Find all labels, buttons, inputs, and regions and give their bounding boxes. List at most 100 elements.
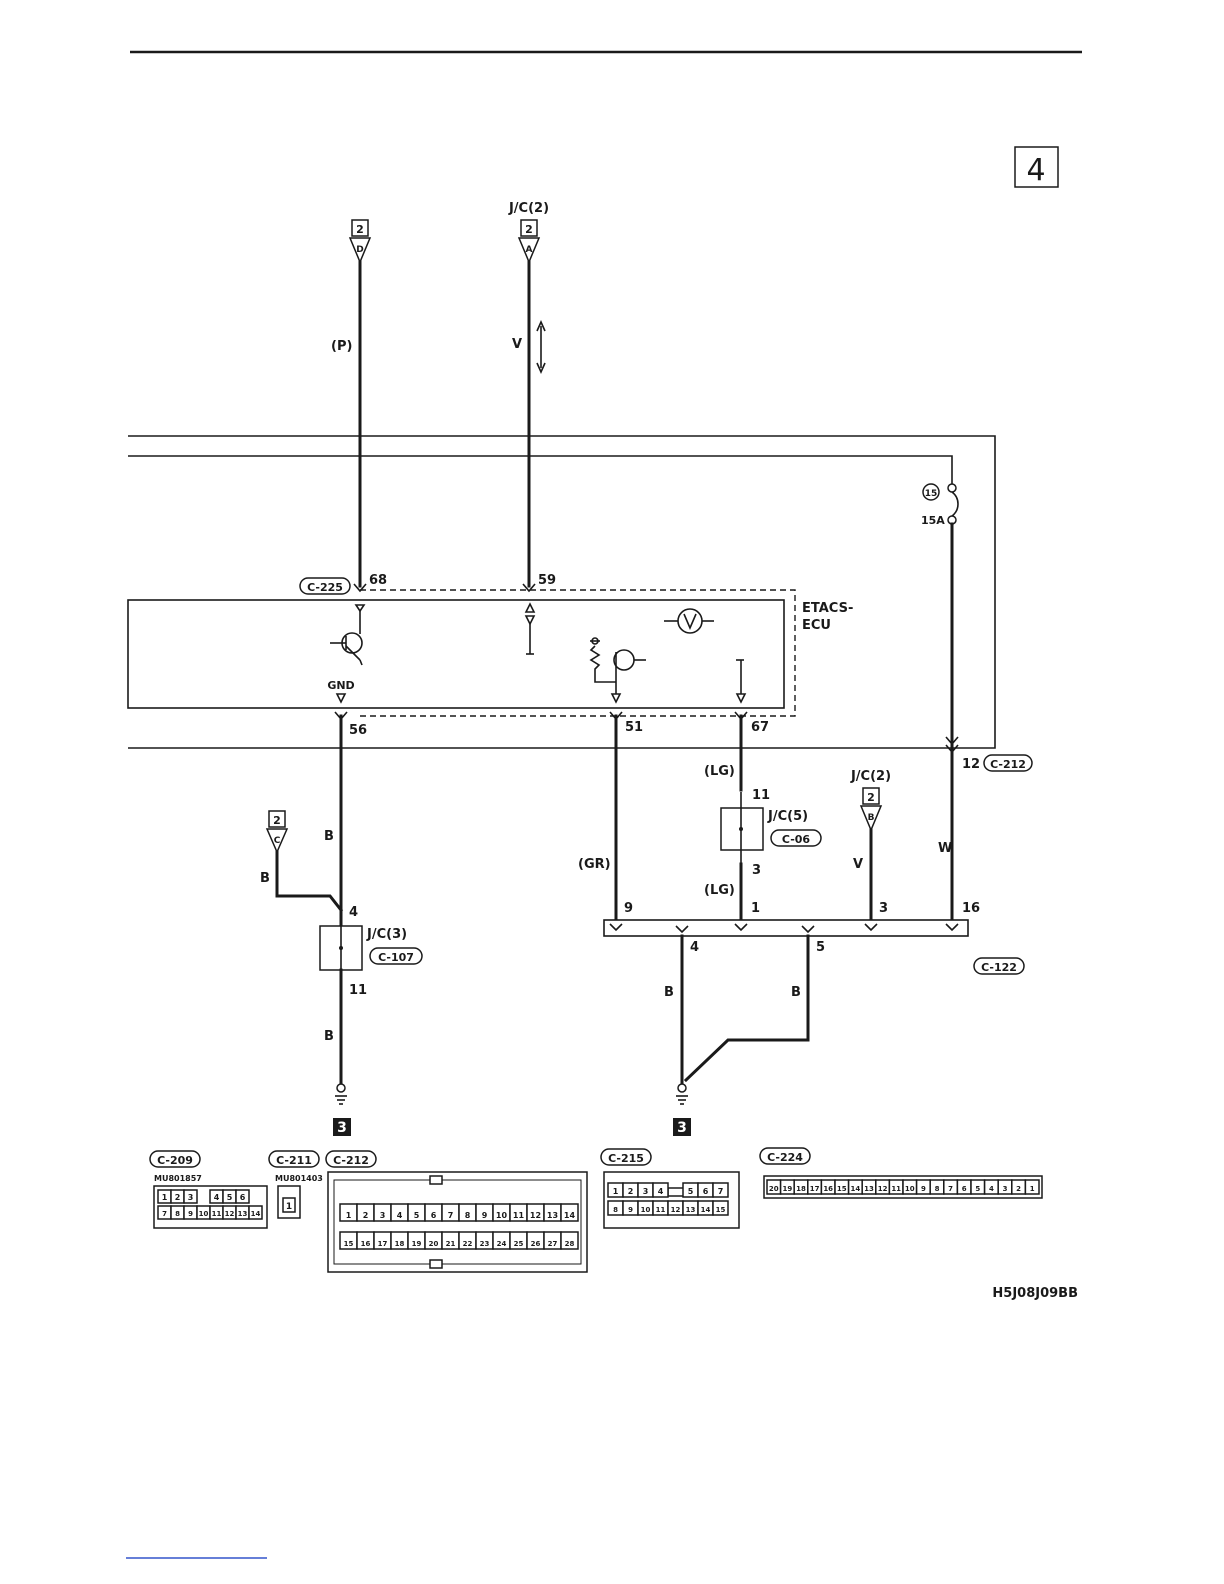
- fuse-rating: 15A: [921, 514, 945, 527]
- connector-pin-number: 9: [482, 1211, 488, 1220]
- connector-pin-number: 11: [513, 1211, 525, 1220]
- svg-text:C-224: C-224: [767, 1151, 803, 1164]
- figure-code: H5J08J09BB: [992, 1286, 1078, 1301]
- wire-color-b-ecu-down: B: [324, 829, 334, 844]
- connector-pin-number: 7: [448, 1211, 454, 1220]
- connector-pin-number: 17: [810, 1185, 820, 1193]
- connector-pin-number: 9: [188, 1210, 193, 1218]
- connector-pin-number: 2: [363, 1211, 369, 1220]
- connector-pin-number: 11: [212, 1210, 222, 1218]
- connector-pin-number: 18: [796, 1185, 806, 1193]
- connector-pin-number: 1: [162, 1193, 168, 1202]
- connector-pin-number: 1: [346, 1211, 352, 1220]
- ecu-name-1: ETACS-: [802, 601, 853, 616]
- svg-text:2: 2: [356, 223, 364, 236]
- svg-text:C-209: C-209: [157, 1154, 193, 1167]
- wire-color-v-right: V: [853, 857, 863, 872]
- connector-pin-number: 21: [446, 1240, 456, 1248]
- wire-color-w: W: [938, 841, 952, 856]
- svg-text:1: 1: [286, 1202, 292, 1212]
- connector-2b: 2 B: [859, 787, 883, 832]
- connector-pin-number: 1: [613, 1187, 619, 1196]
- connector-cavity: [235, 1189, 250, 1204]
- connector-pin-number: 5: [414, 1211, 420, 1220]
- connector-pin-number: 15: [837, 1185, 847, 1193]
- svg-text:MU801403: MU801403: [275, 1174, 323, 1183]
- connector-pin-number: 27: [548, 1240, 558, 1248]
- connector-pin-number: 4: [214, 1193, 220, 1202]
- connector-pin-number: 11: [656, 1206, 666, 1214]
- connector-pin-number: 4: [658, 1187, 664, 1196]
- connector-pin-number: 3: [380, 1211, 386, 1220]
- pin-c225-68: 68: [369, 573, 387, 588]
- connector-pin-number: 7: [948, 1185, 953, 1193]
- connector-pin-number: 2: [1016, 1185, 1021, 1193]
- pin-c225-51: 51: [625, 720, 643, 735]
- ground-icon: [676, 1083, 688, 1105]
- connector-pin-number: 5: [227, 1193, 233, 1202]
- connector-pin-number: 14: [851, 1185, 861, 1193]
- connector-pin-number: 13: [686, 1206, 696, 1214]
- input-buffer-icon: [524, 602, 536, 655]
- wire-color-p: (P): [331, 339, 352, 354]
- connector-pin-number: 13: [547, 1211, 558, 1220]
- connector-pin-number: 6: [431, 1211, 437, 1220]
- connector-pin-number: 19: [783, 1185, 793, 1193]
- c107-label: C-107: [378, 951, 414, 964]
- transistor-icon: [330, 604, 366, 666]
- svg-text:B: B: [868, 813, 875, 823]
- pin-c212-12: 12: [962, 757, 980, 772]
- connector-cavity: [1024, 1179, 1040, 1195]
- connector-pin-number: 8: [175, 1210, 180, 1218]
- connector-pin-number: 4: [397, 1211, 403, 1220]
- connector-pin-number: 14: [251, 1210, 261, 1218]
- connector-pin-number: 12: [530, 1211, 541, 1220]
- connector-pin-number: 6: [240, 1193, 246, 1202]
- input-67-icon: [735, 659, 747, 704]
- connector-pin-number: 7: [162, 1210, 167, 1218]
- wire-color-lg-top: (LG): [704, 764, 735, 779]
- connector-pin-number: 2: [175, 1193, 181, 1202]
- power-feed-line: [128, 455, 953, 484]
- connector-pin-number: 15: [716, 1206, 726, 1214]
- connector-pin-number: 10: [199, 1210, 209, 1218]
- connector-cavity: [183, 1189, 198, 1204]
- connector-pin-number: 7: [718, 1187, 724, 1196]
- connector-cavity: [652, 1182, 669, 1198]
- pin-c122-4: 4: [690, 940, 699, 955]
- connector-cavity: [248, 1205, 263, 1220]
- connector-pin-number: 1: [1030, 1185, 1035, 1193]
- connector-pin-number: 8: [935, 1185, 940, 1193]
- c225-label-box: [299, 577, 351, 595]
- svg-text:2: 2: [525, 223, 533, 236]
- connector-2d: 2 D: [348, 219, 372, 264]
- connector-pin-number: 9: [628, 1206, 633, 1214]
- jc2-right-label: J/C(2): [850, 769, 891, 784]
- connector-view-c211: C-211 MU801403 1: [268, 1150, 323, 1219]
- connector-pin-number: 10: [905, 1185, 915, 1193]
- c122-label: C-122: [981, 961, 1017, 974]
- svg-text:2: 2: [273, 814, 281, 827]
- connector-pin-number: 12: [671, 1206, 681, 1214]
- wire-color-b-c122-right: B: [791, 985, 801, 1000]
- svg-text:D: D: [356, 245, 363, 255]
- wire-color-gr: (GR): [578, 857, 611, 872]
- connector-pin-number: 14: [701, 1206, 711, 1214]
- connector-pin-number: 4: [989, 1185, 994, 1193]
- wire-color-b-2c: B: [260, 871, 270, 886]
- ground-icon: [335, 1083, 347, 1105]
- connector-pin-number: 6: [703, 1187, 709, 1196]
- connector-pin-number: 10: [496, 1211, 508, 1220]
- jc2-top-title: J/C(2): [508, 201, 549, 216]
- connector-pin-number: 12: [878, 1185, 888, 1193]
- pin-c225-67: 67: [751, 720, 769, 735]
- enclosure-outer: [128, 435, 996, 749]
- connector-pin-number: 18: [395, 1240, 405, 1248]
- svg-text:A: A: [526, 245, 533, 255]
- pin-c122-16: 16: [962, 901, 980, 916]
- connector-pin-number: 3: [1003, 1185, 1008, 1193]
- connector-pin-number: 13: [864, 1185, 874, 1193]
